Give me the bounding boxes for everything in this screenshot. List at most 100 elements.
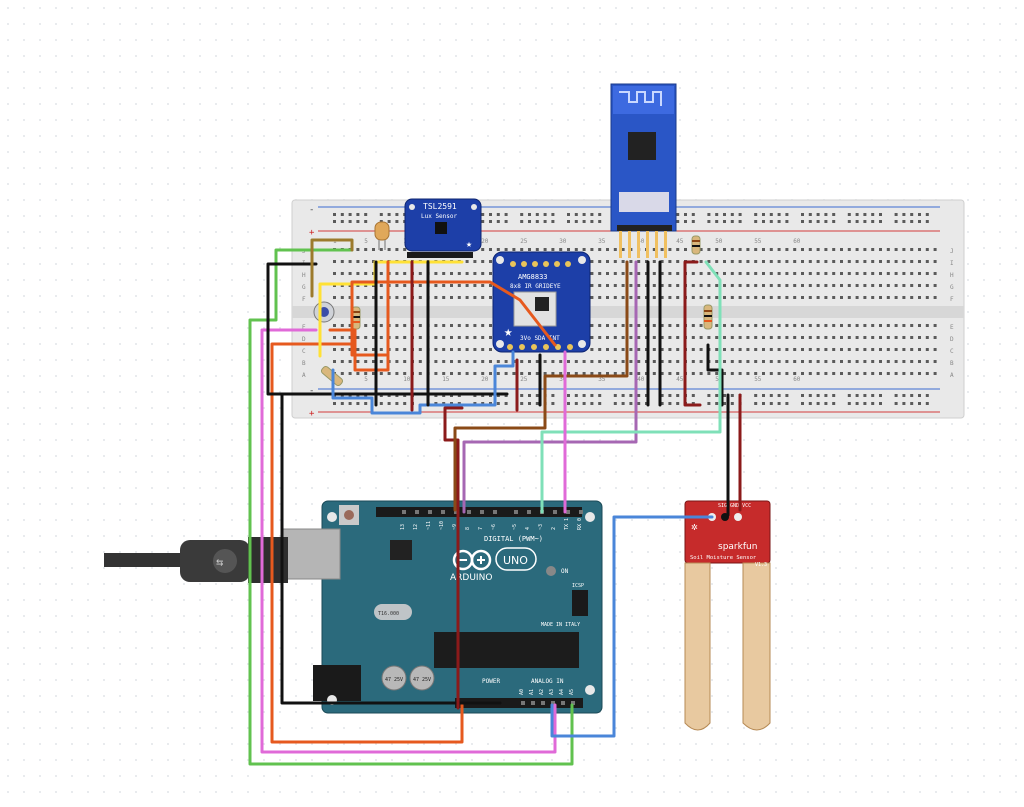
breadboard-hole xyxy=(855,248,859,251)
breadboard-hole xyxy=(395,336,399,339)
digital-pin[interactable] xyxy=(402,510,406,514)
breadboard-hole xyxy=(668,296,672,299)
rail-hole xyxy=(754,220,758,223)
breadboard-hole xyxy=(910,360,914,363)
rail-hole xyxy=(910,394,914,397)
breadboard-hole xyxy=(754,260,758,263)
column-label: 55 xyxy=(754,238,762,245)
breadboard-hole xyxy=(372,324,375,327)
breadboard-hole xyxy=(933,272,937,275)
rail-hole xyxy=(535,220,539,223)
breadboard-hole xyxy=(824,272,828,275)
rail-hole xyxy=(894,213,898,216)
breadboard-hole xyxy=(746,296,750,299)
breadboard-hole xyxy=(855,360,859,363)
breadboard-hole xyxy=(918,296,921,299)
tsl2591-sensor: TSL2591 Lux Sensor ★ xyxy=(404,198,482,258)
digital-pin[interactable] xyxy=(467,510,471,514)
digital-pin[interactable] xyxy=(527,510,531,514)
column-label: 5 xyxy=(364,376,368,383)
digital-pin[interactable] xyxy=(514,510,518,514)
breadboard-hole xyxy=(418,272,422,275)
digital-pin-label: ~10 xyxy=(439,521,445,530)
wire-blue-board xyxy=(331,350,515,415)
breadboard-hole xyxy=(434,272,438,275)
rail-hole xyxy=(535,402,539,405)
digital-pin[interactable] xyxy=(480,510,484,514)
column-label: 5 xyxy=(364,238,368,245)
breadboard-hole xyxy=(925,260,929,263)
breadboard-hole xyxy=(762,296,765,299)
analog-pin[interactable] xyxy=(551,701,555,705)
breadboard-hole xyxy=(606,296,609,299)
breadboard-hole xyxy=(629,348,633,351)
rail-hole xyxy=(863,394,867,397)
breadboard-hole xyxy=(559,372,563,375)
analog-pin[interactable] xyxy=(521,701,525,705)
breadboard-hole xyxy=(840,336,843,339)
rail-hole xyxy=(582,402,586,405)
breadboard-hole xyxy=(379,372,383,375)
digital-pin[interactable] xyxy=(553,510,557,514)
rail-hole xyxy=(871,394,875,397)
breadboard-hole xyxy=(621,348,625,351)
breadboard-hole xyxy=(668,260,672,263)
usb-chip xyxy=(390,540,412,560)
breadboard-hole xyxy=(372,372,375,375)
breadboard-hole xyxy=(613,360,617,363)
breadboard-hole xyxy=(364,336,368,339)
rail-hole xyxy=(715,394,719,397)
breadboard-hole xyxy=(652,336,656,339)
breadboard-hole xyxy=(886,360,890,363)
rail-hole xyxy=(816,220,820,223)
rail-hole xyxy=(902,402,906,405)
digital-pin[interactable] xyxy=(441,510,445,514)
rail-hole xyxy=(855,402,859,405)
rail-hole xyxy=(879,220,882,223)
rail-hole xyxy=(691,213,695,216)
breadboard-hole xyxy=(457,272,461,275)
usb-cable: ⇆ xyxy=(104,537,288,583)
breadboard-hole xyxy=(465,360,469,363)
ble-module xyxy=(610,83,677,258)
rail-hole xyxy=(832,220,836,223)
breadboard-hole xyxy=(621,336,625,339)
breadboard-hole xyxy=(403,284,407,287)
digital-pin[interactable] xyxy=(428,510,432,514)
breadboard-hole xyxy=(730,284,734,287)
arduino-brand: ARDUINO xyxy=(450,573,492,583)
breadboard-hole xyxy=(457,372,461,375)
breadboard-hole xyxy=(723,360,726,363)
breadboard-hole xyxy=(894,296,898,299)
rail-hole xyxy=(769,402,773,405)
potentiometer xyxy=(313,301,335,323)
analog-pin[interactable] xyxy=(541,701,545,705)
atmega-chip xyxy=(434,632,579,668)
digital-pin[interactable] xyxy=(579,510,583,514)
breadboard-hole xyxy=(590,260,594,263)
breadboard-hole xyxy=(598,348,602,351)
breadboard-hole xyxy=(886,372,890,375)
analog-pin[interactable] xyxy=(561,701,565,705)
breadboard-hole xyxy=(785,372,789,375)
rail-hole xyxy=(832,394,836,397)
breadboard-hole xyxy=(894,360,898,363)
digital-pin[interactable] xyxy=(566,510,570,514)
rail-hole xyxy=(567,213,570,216)
analog-pin[interactable] xyxy=(531,701,535,705)
breadboard-hole xyxy=(590,372,594,375)
rail-hole xyxy=(574,220,578,223)
breadboard-hole xyxy=(629,372,633,375)
icsp-header xyxy=(572,590,588,616)
analog-pin[interactable] xyxy=(571,701,575,705)
digital-pin[interactable] xyxy=(493,510,497,514)
rail-hole xyxy=(582,213,586,216)
digital-pin[interactable] xyxy=(454,510,458,514)
digital-pin[interactable] xyxy=(415,510,419,514)
breadboard-hole xyxy=(808,272,812,275)
row-label: C xyxy=(950,348,954,355)
breadboard-hole xyxy=(504,248,508,251)
